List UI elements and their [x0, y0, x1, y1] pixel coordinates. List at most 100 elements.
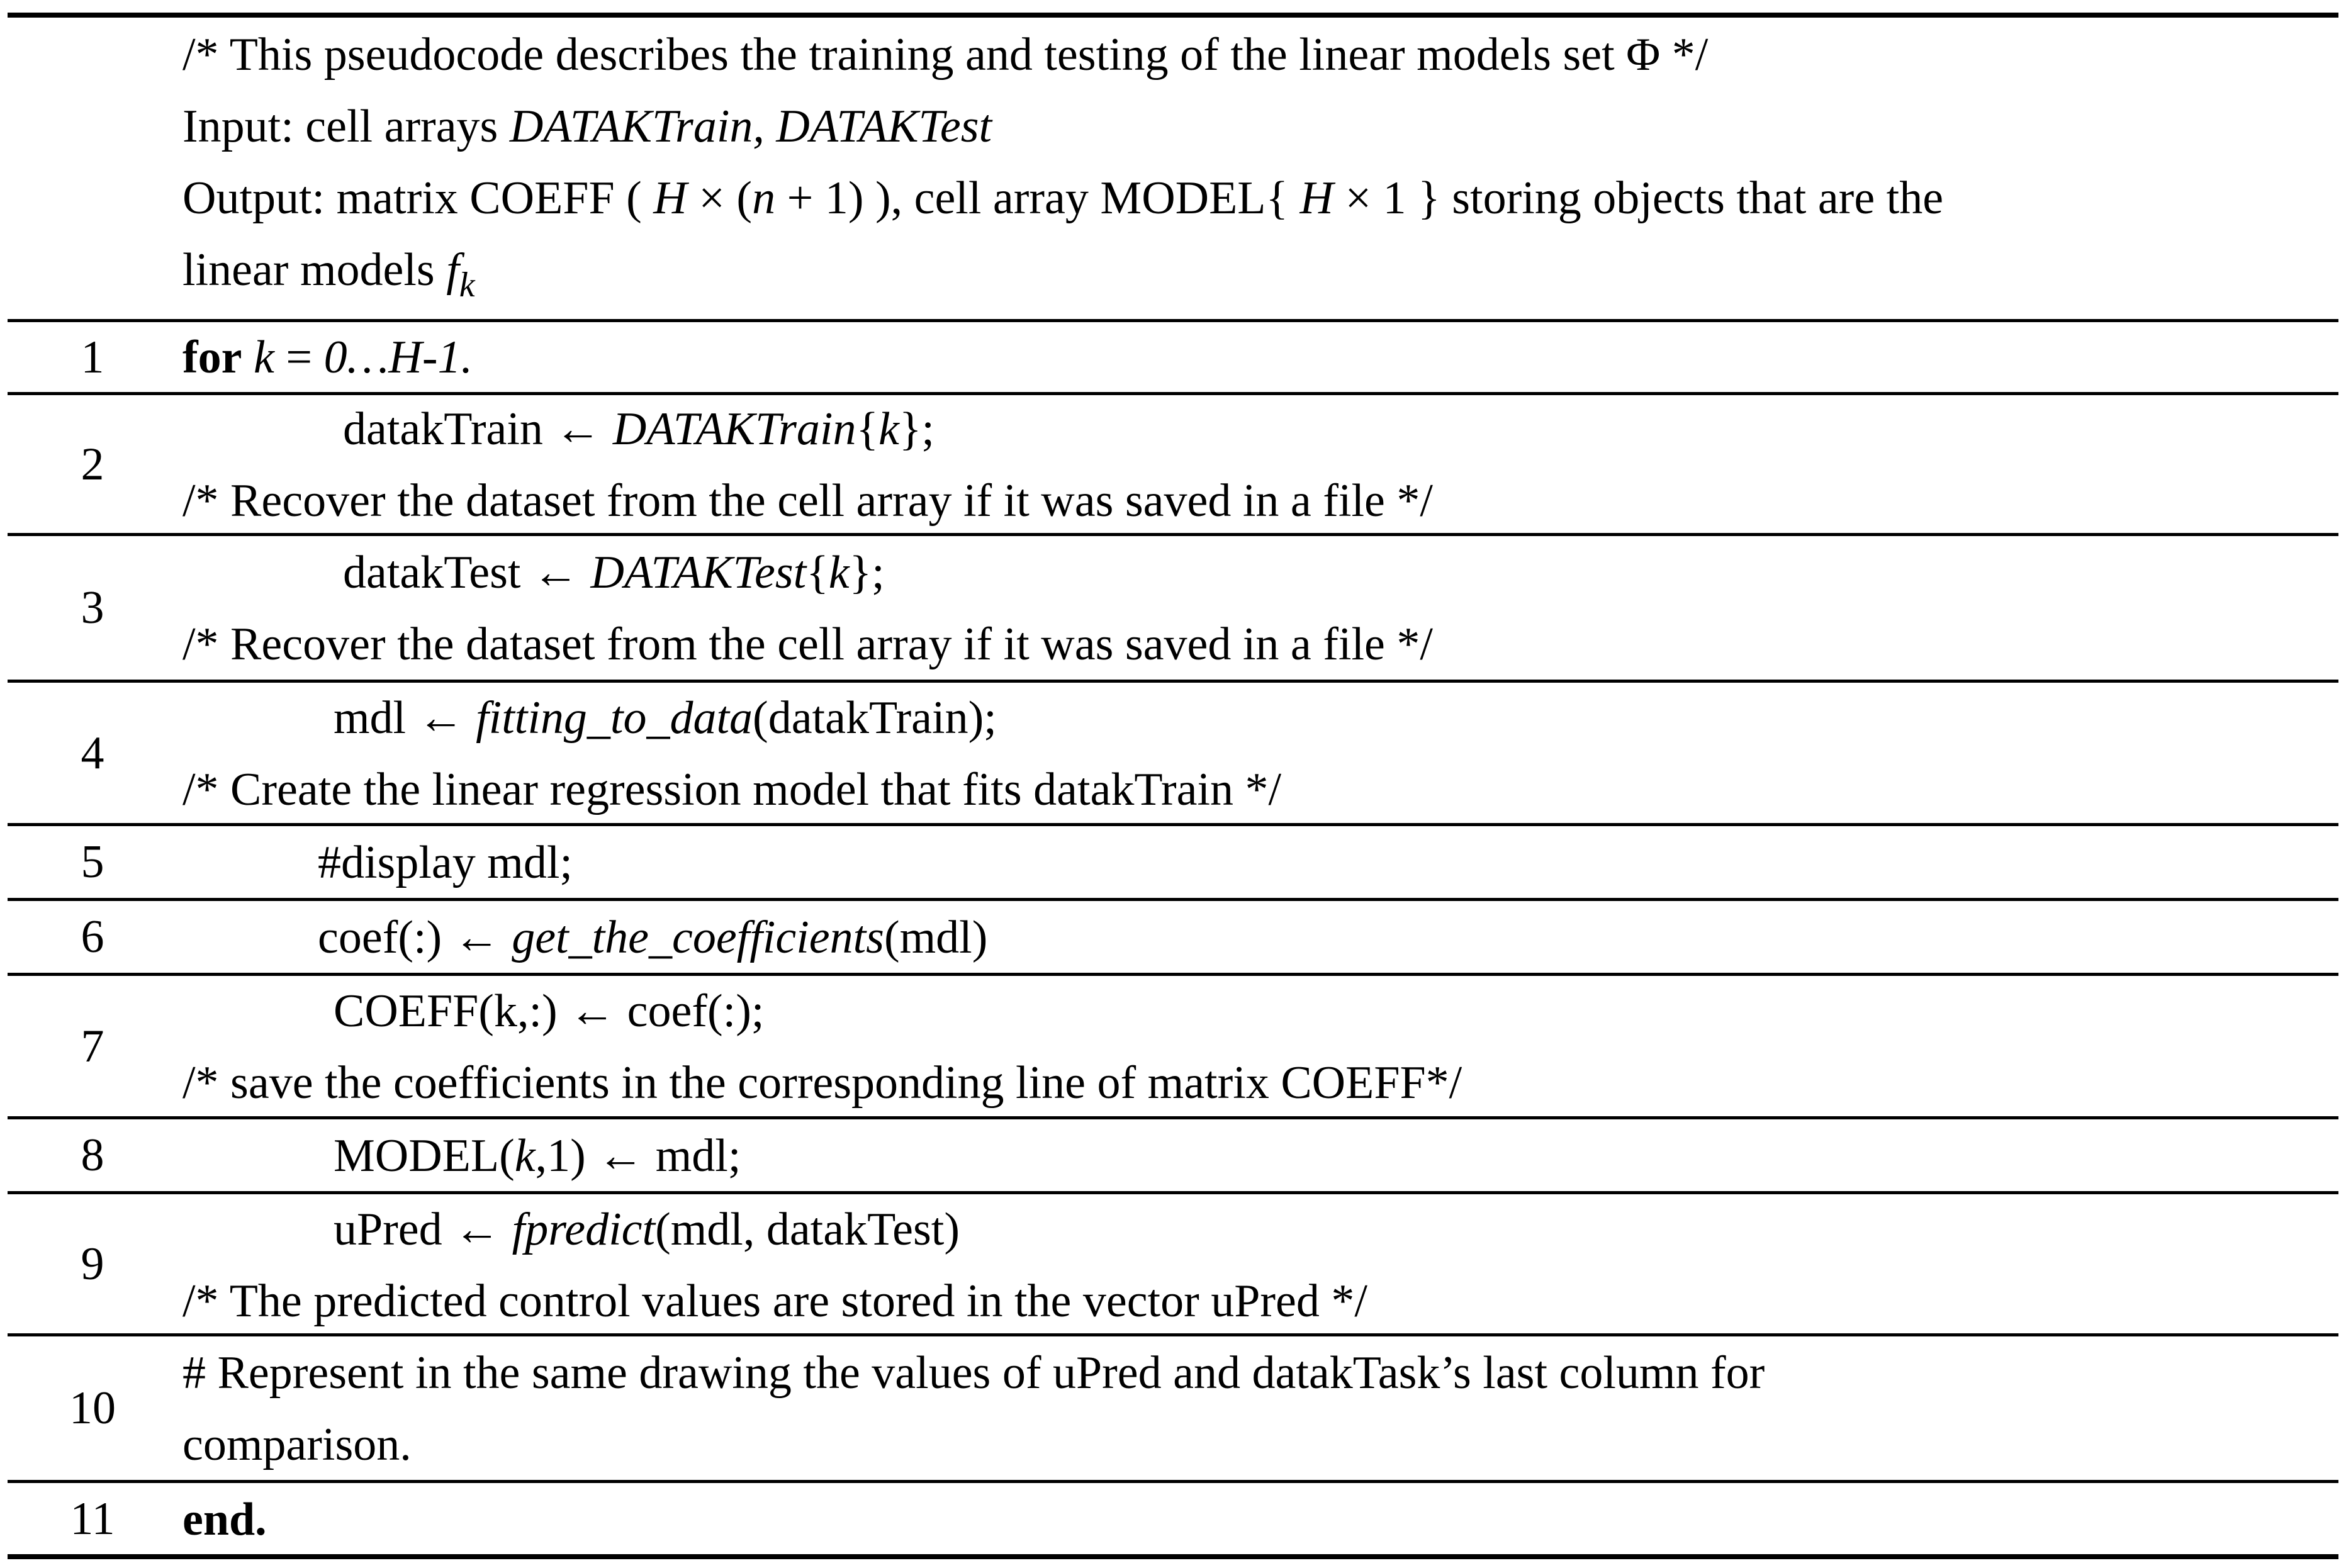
line-number: 2	[81, 439, 104, 490]
text: };	[899, 403, 934, 455]
row-content: datakTrain ← DATAKTrain{k}; /* Recover t…	[182, 393, 1433, 537]
row-rule	[8, 823, 2338, 826]
comment: /* Recover the dataset from the cell arr…	[182, 619, 1433, 670]
text: (mdl, datakTest)	[655, 1204, 960, 1255]
math-var: k	[514, 1130, 536, 1182]
table-row: 9 uPred ← fpredict(mdl, datakTest) /* Th…	[8, 1195, 2338, 1333]
row-content: for k = 0…H-1.	[182, 322, 473, 393]
text: };	[849, 547, 885, 598]
header-input: Input: cell arrays DATAKTrain, DATAKTest	[182, 91, 1943, 162]
row-rule	[8, 1116, 2338, 1119]
row-rule	[8, 1480, 2338, 1483]
row-content: MODEL(k,1) ← mdl;	[182, 1120, 741, 1192]
code-line: COEFF(k,:) ← coef(:);	[334, 985, 765, 1037]
line-number: 10	[69, 1382, 116, 1434]
comment: # Represent in the same drawing the valu…	[182, 1347, 1765, 1399]
table-row: 4 mdl ← fitting_to_data(datakTrain); /* …	[8, 683, 2338, 823]
line-number: 8	[81, 1129, 104, 1181]
text: coef(:) ←	[318, 912, 512, 963]
row-rule	[8, 973, 2338, 976]
header-content: /* This pseudocode describes the trainin…	[182, 19, 1943, 316]
code-line: #display mdl;	[318, 837, 573, 888]
text: ,1) ← mdl;	[535, 1130, 741, 1182]
row-content: uPred ← fpredict(mdl, datakTest) /* The …	[182, 1194, 1367, 1337]
table-row: 5 #display mdl;	[8, 827, 2338, 898]
line-number: 4	[81, 727, 104, 779]
text: datakTest ←	[343, 547, 591, 598]
line-number: 7	[81, 1021, 104, 1072]
math-var: H	[653, 172, 687, 224]
text: {	[856, 403, 878, 455]
text: uPred ←	[334, 1204, 512, 1255]
text: (mdl)	[884, 912, 988, 963]
line-number: 1	[81, 332, 104, 383]
table-row: 6 coef(:) ← get_the_coefficients(mdl)	[8, 902, 2338, 973]
row-rule	[8, 392, 2338, 395]
row-rule	[8, 533, 2338, 536]
output-text: linear models	[182, 244, 447, 296]
comment: /* Recover the dataset from the cell arr…	[182, 475, 1433, 527]
line-number: 11	[70, 1493, 115, 1545]
output-text: Output: matrix COEFF (	[182, 172, 654, 224]
text: (datakTrain);	[753, 692, 997, 744]
keyword: end.	[182, 1494, 267, 1545]
text: {	[806, 547, 829, 598]
row-content: mdl ← fitting_to_data(datakTrain); /* Cr…	[182, 682, 1281, 826]
line-number: 3	[81, 582, 104, 634]
text: mdl ←	[334, 692, 476, 744]
code-line: datakTest ← DATAKTest{k};	[182, 537, 1433, 608]
comment: /* Create the linear regression model th…	[182, 764, 1282, 815]
row-content: datakTest ← DATAKTest{k}; /* Recover the…	[182, 537, 1433, 680]
keyword: for	[182, 332, 242, 383]
math-range: 0…H-1.	[323, 332, 473, 383]
header-output: Output: matrix COEFF ( H × (n + 1) ), ce…	[182, 162, 1943, 234]
table-row: 8 MODEL(k,1) ← mdl;	[8, 1120, 2338, 1191]
code-line: mdl ← fitting_to_data(datakTrain);	[182, 682, 1281, 754]
code-line: MODEL(k,1) ← mdl;	[182, 1120, 741, 1192]
comment: /* The predicted control values are stor…	[182, 1275, 1367, 1327]
code-line: uPred ← fpredict(mdl, datakTest)	[182, 1194, 1367, 1265]
header-description: /* This pseudocode describes the trainin…	[182, 29, 1709, 81]
header-output-cont: linear models fk	[182, 234, 1943, 316]
table-row: 1 for k = 0…H-1.	[8, 323, 2338, 392]
bottom-rule	[8, 1554, 2338, 1559]
input-arrays: DATAKTrain, DATAKTest	[509, 101, 992, 152]
header-rule	[8, 319, 2338, 322]
row-content: coef(:) ← get_the_coefficients(mdl)	[182, 902, 987, 973]
identifier: DATAKTrain	[612, 403, 856, 455]
identifier: DATAKTest	[590, 547, 807, 598]
row-content: #display mdl;	[182, 827, 573, 899]
row-rule	[8, 1191, 2338, 1194]
math-subscript: k	[459, 266, 475, 305]
row-rule	[8, 680, 2338, 683]
output-text: × (	[687, 172, 753, 224]
code-line: datakTrain ← DATAKTrain{k};	[182, 393, 1433, 465]
text: =	[274, 332, 324, 383]
math-var: n	[752, 172, 776, 224]
table-row: 3 datakTest ← DATAKTest{k}; /* Recover t…	[8, 537, 2338, 680]
function-name: get_the_coefficients	[512, 912, 884, 963]
code-line: coef(:) ← get_the_coefficients(mdl)	[182, 902, 987, 973]
comment-cont: comparison.	[182, 1419, 412, 1470]
output-text: × 1 } storing objects that are the	[1333, 172, 1944, 224]
line-number: 5	[81, 836, 104, 888]
text	[242, 332, 254, 383]
math-var: k	[828, 547, 850, 598]
output-text: + 1) ), cell array MODEL{	[775, 172, 1300, 224]
table-row: 10 # Represent in the same drawing the v…	[8, 1337, 2338, 1480]
top-rule	[8, 13, 2338, 18]
math-var: H	[1299, 172, 1333, 224]
comment: /* save the coefficients in the correspo…	[182, 1057, 1462, 1109]
row-content: end.	[182, 1484, 267, 1555]
row-content: COEFF(k,:) ← coef(:); /* save the coeffi…	[182, 975, 1462, 1119]
math-var: k	[878, 403, 899, 455]
table-row: 2 datakTrain ← DATAKTrain{k}; /* Recover…	[8, 396, 2338, 533]
text: datakTrain ←	[343, 403, 613, 455]
table-row: 7 COEFF(k,:) ← coef(:); /* save the coef…	[8, 977, 2338, 1116]
row-rule	[8, 1333, 2338, 1336]
row-rule	[8, 898, 2338, 901]
function-name: fpredict	[512, 1204, 656, 1255]
function-name: fitting_to_data	[476, 692, 753, 744]
row-content: # Represent in the same drawing the valu…	[182, 1337, 1765, 1481]
text: MODEL(	[334, 1130, 515, 1182]
